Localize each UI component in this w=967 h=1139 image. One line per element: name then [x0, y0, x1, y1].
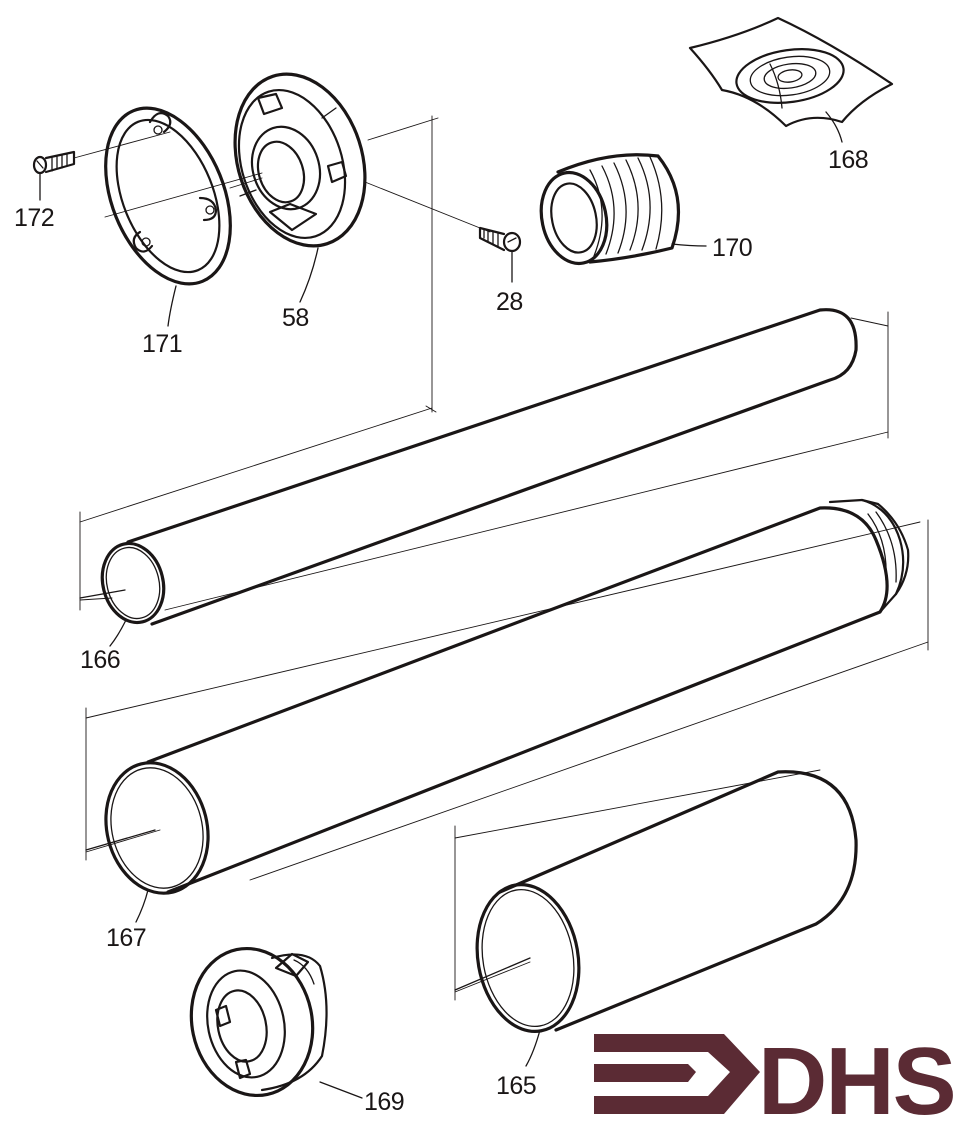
callout-58: 58 — [282, 304, 309, 332]
callout-171: 171 — [142, 330, 182, 358]
dhs-logo: DHS — [594, 1028, 957, 1135]
callout-168: 168 — [828, 146, 868, 174]
callout-166: 166 — [80, 646, 120, 674]
dimension-lines — [73, 115, 929, 1001]
short-pipe-165 — [454, 770, 858, 1033]
logo-text: DHS — [758, 1028, 955, 1135]
ring-171 — [104, 106, 232, 286]
flex-connector-170 — [539, 153, 681, 266]
callout-170: 170 — [712, 234, 752, 262]
leader-lines — [39, 111, 843, 1099]
logo-arrow-icon — [594, 1034, 760, 1114]
screw-28 — [478, 226, 522, 253]
callout-172: 172 — [14, 204, 54, 232]
screw-172 — [32, 150, 76, 175]
flange-58 — [233, 72, 367, 248]
logo-arrow-bar — [594, 1064, 696, 1082]
flashing-168 — [688, 16, 894, 128]
inner-pipe-166 — [79, 308, 858, 626]
callout-28: 28 — [496, 288, 523, 316]
callout-167: 167 — [106, 924, 146, 952]
callout-169: 169 — [364, 1088, 404, 1116]
callout-165: 165 — [496, 1072, 536, 1100]
callouts: 172 171 58 28 168 170 166 167 165 169 — [14, 146, 869, 1116]
collar-169 — [189, 946, 328, 1098]
outer-pipe-167 — [85, 498, 910, 895]
